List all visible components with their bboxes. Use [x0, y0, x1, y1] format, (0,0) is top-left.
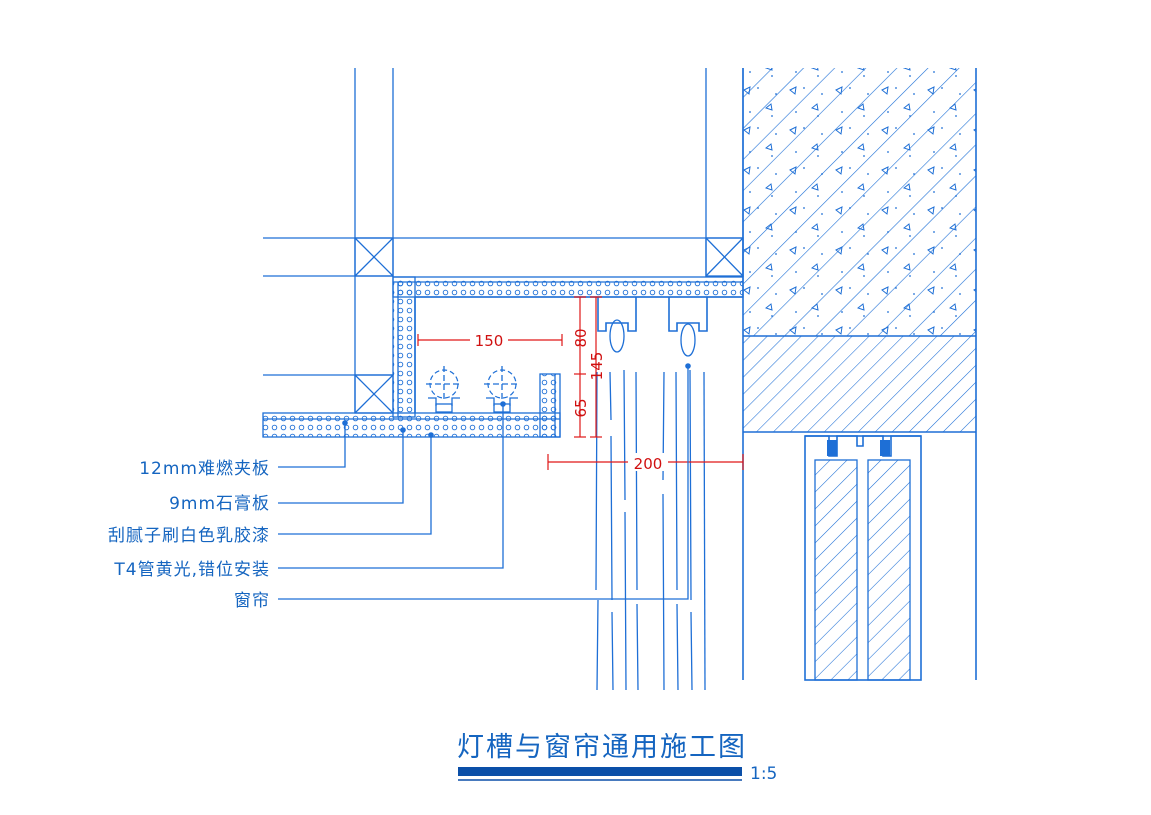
- label-plywood: 12mm难燃夹板: [139, 459, 270, 479]
- curtain-track-2: [668, 297, 708, 357]
- label-gypsum: 9mm石膏板: [169, 493, 270, 514]
- dimension-vertical: 80 65 145: [572, 296, 606, 438]
- wall-block: [743, 336, 976, 433]
- t4-lamp-1: [426, 366, 462, 413]
- dim-145-text: 145: [588, 352, 606, 381]
- dim-150-text: 150: [475, 332, 504, 350]
- light-trough-board: [262, 276, 744, 438]
- label-curtain: 窗帘: [234, 591, 270, 611]
- ceiling-framing: [263, 68, 744, 414]
- dimension-200: 200: [547, 453, 744, 473]
- drawing-title: 灯槽与窗帘通用施工图: [457, 732, 747, 763]
- concrete-beam: [742, 68, 977, 680]
- dim-65-text: 65: [572, 398, 590, 417]
- window-frame: [804, 435, 922, 681]
- curtain-track-1: [597, 297, 637, 353]
- dim-200-text: 200: [634, 455, 663, 473]
- drawing-title-block: 灯槽与窗帘通用施工图 1:5: [457, 732, 777, 784]
- label-paint: 刮腻子刷白色乳胶漆: [108, 526, 270, 546]
- leader-lines: [278, 363, 691, 600]
- dimension-150: 150: [417, 331, 563, 350]
- drawing-scale: 1:5: [750, 764, 777, 784]
- label-lamp: T4管黄光,错位安装: [113, 560, 270, 580]
- curtain-fabric: [595, 369, 706, 691]
- dim-80-text: 80: [572, 328, 590, 347]
- material-labels: 12mm难燃夹板 9mm石膏板 刮腻子刷白色乳胶漆 T4管黄光,错位安装 窗帘: [108, 459, 270, 611]
